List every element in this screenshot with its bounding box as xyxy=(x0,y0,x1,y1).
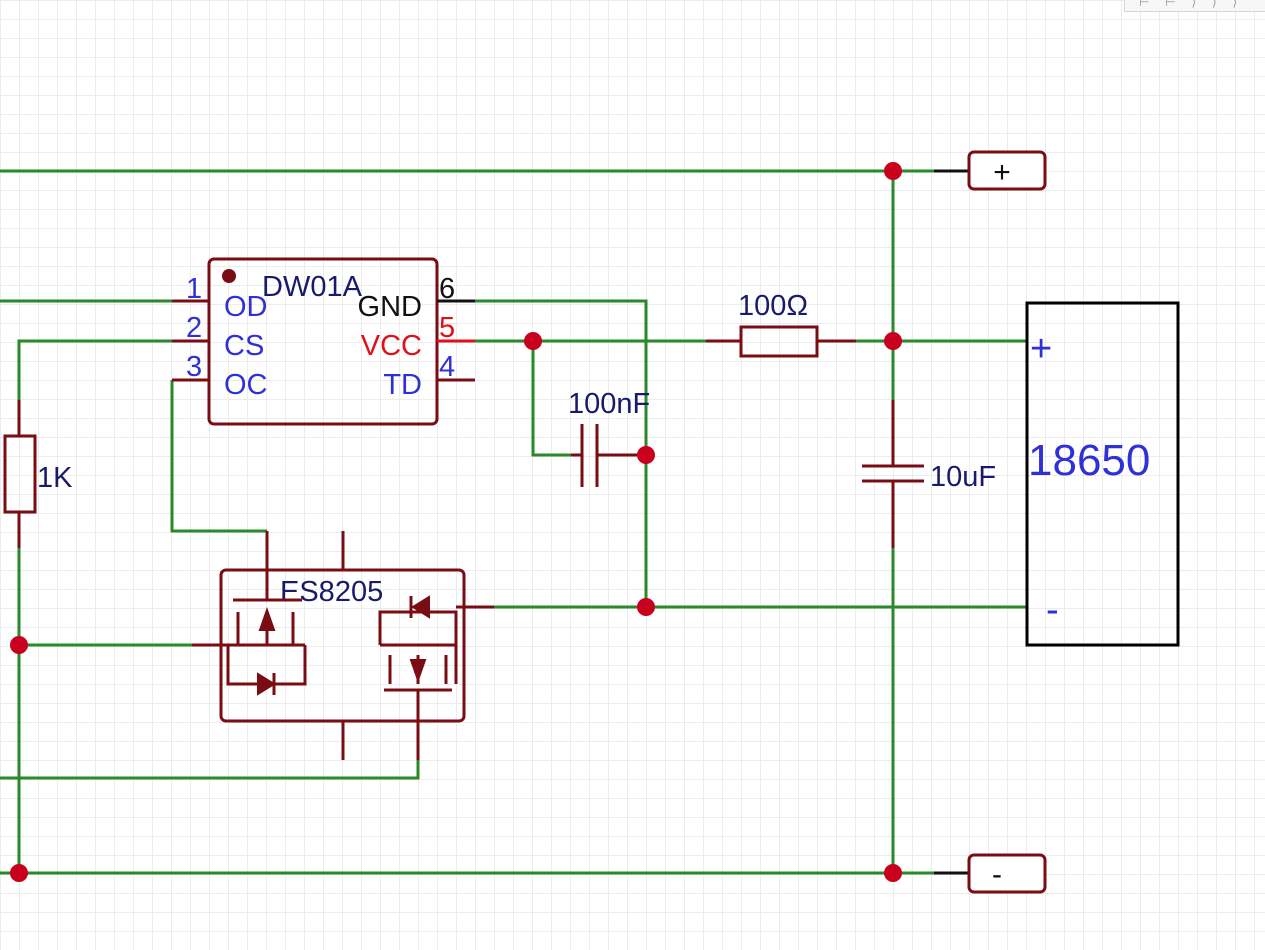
port-minus-label: - xyxy=(992,858,1002,891)
junction[interactable] xyxy=(884,332,902,350)
junction[interactable] xyxy=(10,636,28,654)
pin-num-1: 1 xyxy=(186,273,202,305)
pin-name-cs: CS xyxy=(224,330,264,362)
battery-body xyxy=(1025,301,1180,647)
battery-name: 18650 xyxy=(1028,436,1150,485)
pin1-dot xyxy=(222,269,236,283)
pin-name-vcc: VCC xyxy=(361,330,422,362)
junction[interactable] xyxy=(10,864,28,882)
pin-num-5: 5 xyxy=(439,312,455,344)
junction[interactable] xyxy=(524,332,542,350)
mosfet-name: ES8205 xyxy=(280,576,383,608)
wire-cap-left[interactable] xyxy=(531,341,571,457)
pin-num-2: 2 xyxy=(186,312,202,344)
resistor-1k[interactable]: 1K xyxy=(3,400,73,548)
resistor-1k-label: 1K xyxy=(37,462,73,494)
capacitor-10uf-label: 10uF xyxy=(930,461,996,493)
pin-name-od: OD xyxy=(224,291,268,323)
capacitor-10uf[interactable]: 10uF xyxy=(862,400,996,548)
resistor-100ohm-label: 100Ω xyxy=(738,290,808,322)
port-plus[interactable]: + xyxy=(934,150,1047,191)
pin-name-td: TD xyxy=(383,369,422,401)
wires xyxy=(0,169,1027,875)
wire-gnd[interactable] xyxy=(475,299,648,607)
pin-num-6: 6 xyxy=(439,273,455,305)
capacitor-100nf-label: 100nF xyxy=(568,388,650,420)
battery-minus-label: - xyxy=(1046,589,1059,631)
junction[interactable] xyxy=(884,162,902,180)
junction[interactable] xyxy=(637,446,655,464)
pin-name-gnd: GND xyxy=(358,291,422,323)
capacitor-100nf[interactable]: 100nF xyxy=(568,388,650,487)
wire-oc[interactable] xyxy=(170,380,267,533)
wire-cs[interactable] xyxy=(17,339,172,400)
toolbar-strip[interactable]: ⊢ ⊢ ⟩ ⟩ ⟩ xyxy=(1124,0,1265,12)
wire-mosfet-bottom[interactable] xyxy=(0,760,420,780)
port-plus-label: + xyxy=(993,156,1011,189)
pin-num-3: 3 xyxy=(186,351,202,383)
ic-dw01a[interactable]: DW01A 1 2 3 OD CS OC 6 5 4 GND VCC TD xyxy=(172,257,475,426)
battery-plus-label: + xyxy=(1030,328,1052,370)
pin-name-oc: OC xyxy=(224,369,268,401)
battery-18650[interactable]: + 18650 - xyxy=(1025,301,1180,647)
pin-num-4: 4 xyxy=(439,351,455,383)
resistor-100ohm[interactable]: 100Ω xyxy=(706,290,856,358)
ic-name: DW01A xyxy=(262,271,363,303)
junction[interactable] xyxy=(637,598,655,616)
junction[interactable] xyxy=(884,864,902,882)
mosfet-es8205[interactable]: ES8205 xyxy=(192,531,494,760)
port-minus[interactable]: - xyxy=(934,853,1047,894)
junctions xyxy=(10,162,902,882)
